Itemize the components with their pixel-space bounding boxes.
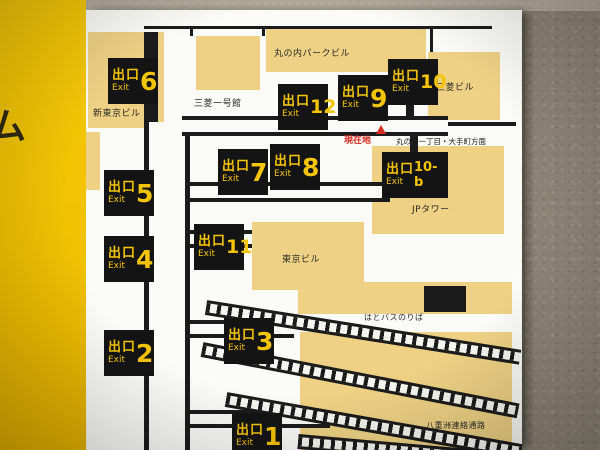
current-location-marker-icon: [376, 125, 386, 134]
exit-label-jp: 出口: [282, 93, 311, 109]
exit-label-en: Exit: [222, 173, 240, 184]
area-label-hatobus: はとバスのりば: [364, 313, 424, 322]
building-block-mitsubishi: [428, 52, 500, 120]
exit-label-jp: 出口: [342, 84, 371, 100]
exit-label-jp: 出口: [108, 339, 137, 355]
yellow-panel: ム: [0, 0, 86, 450]
exit-number: 10: [420, 71, 447, 93]
street-line: [262, 26, 265, 36]
exit-number: 7: [250, 157, 268, 187]
exit-map-panel: 丸の内パークビル 三菱一号館 新東京ビル 三菱ビル JPタワー 東京ビル はとバ…: [86, 10, 522, 450]
building-block-tokyobldg: [252, 222, 364, 290]
exit-label-en: Exit: [108, 260, 126, 271]
exit-number: 6: [140, 66, 158, 96]
exit-number: 10-b: [414, 160, 438, 190]
exit-number: 9: [370, 83, 388, 113]
wall-strip-top: [86, 0, 600, 11]
exit-label-jp: 出口: [198, 233, 227, 249]
exit-label-en: Exit: [386, 176, 404, 187]
passage-segment: [410, 134, 418, 154]
exit-label-en: Exit: [198, 248, 216, 259]
direction-label: 丸の内一丁目・大手町方面: [396, 137, 486, 146]
street-line: [430, 26, 433, 52]
exit-label-en: Exit: [282, 108, 300, 119]
building-block-hatobus: [298, 282, 512, 314]
street-line: [144, 26, 492, 29]
exit-label-en: Exit: [342, 99, 360, 110]
exit-number: 1: [264, 421, 282, 450]
current-location-label: 現在地: [344, 136, 372, 146]
building-block-left-edge: [86, 132, 100, 190]
exit-label-jp: 出口: [386, 161, 415, 177]
building-label-shintokyo: 新東京ビル: [93, 109, 141, 119]
exit-label-en: Exit: [228, 342, 246, 353]
building-label-jptower: JPタワー: [412, 205, 450, 215]
exit-number: 11: [226, 236, 253, 258]
exit-label-jp: 出口: [228, 327, 257, 343]
building-block-ichigokan: [196, 36, 260, 90]
exit-number: 8: [302, 152, 320, 182]
street-line: [448, 122, 516, 126]
building-block-dark: [424, 286, 466, 312]
street-line: [190, 26, 193, 36]
exit-label-en: Exit: [236, 437, 254, 448]
exit-label-jp: 出口: [112, 67, 141, 83]
area-label-yaesu: 八重洲連絡通路: [426, 421, 486, 430]
partial-text: ム: [0, 105, 26, 148]
exit-label-en: Exit: [108, 354, 126, 365]
passage-segment: [406, 103, 414, 118]
building-label-mitsubishi: 三菱ビル: [436, 83, 475, 93]
exit-number: 12: [310, 96, 337, 118]
exit-label-jp: 出口: [392, 68, 421, 84]
exit-label-jp: 出口: [108, 245, 137, 261]
exit-label-jp: 出口: [236, 422, 265, 438]
building-label-ichigokan: 三菱一号館: [194, 99, 242, 109]
exit-label-jp: 出口: [222, 158, 251, 174]
exit-number: 2: [136, 338, 154, 368]
exit-label-en: Exit: [112, 82, 130, 93]
exit-number: 4: [136, 244, 154, 274]
exit-label-en: Exit: [108, 194, 126, 205]
building-label-park: 丸の内パークビル: [274, 49, 351, 59]
building-label-tokyobldg: 東京ビル: [282, 255, 321, 265]
exit-label-en: Exit: [274, 168, 292, 179]
exit-number: 3: [256, 326, 274, 356]
exit-label-en: Exit: [392, 83, 410, 94]
exit-label-jp: 出口: [274, 153, 303, 169]
exit-number: 5: [136, 178, 154, 208]
exit-label-jp: 出口: [108, 179, 137, 195]
